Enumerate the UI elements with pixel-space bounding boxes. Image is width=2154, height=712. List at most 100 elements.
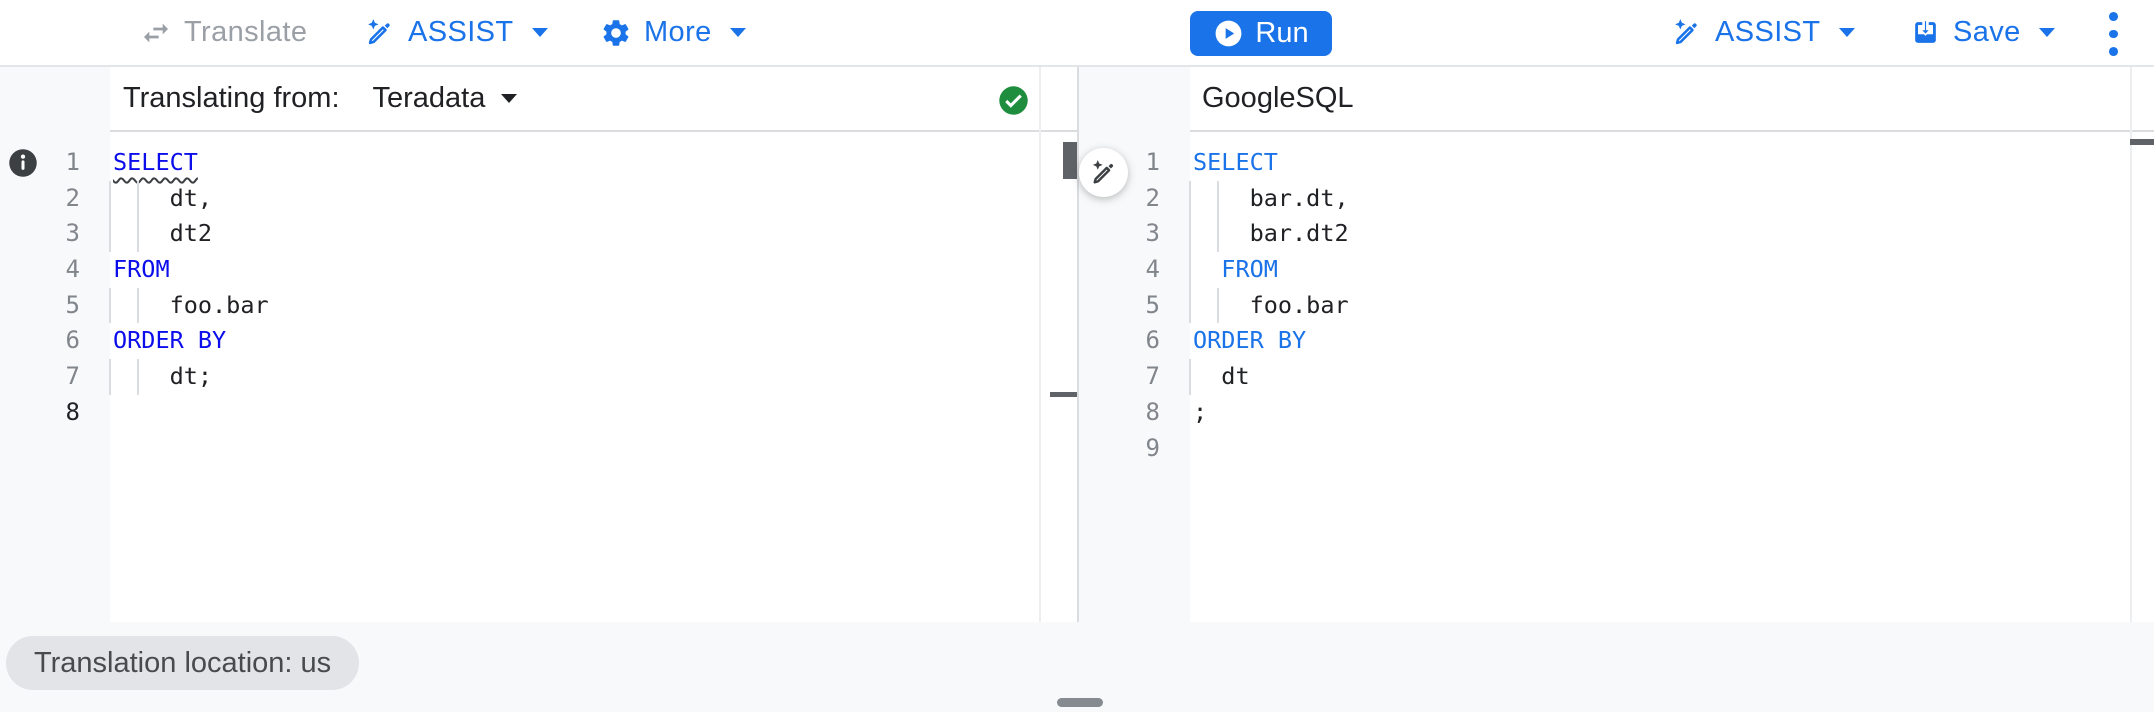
indent-guide xyxy=(1217,180,1219,217)
indent-guide xyxy=(109,287,111,324)
save-label: Save xyxy=(1953,16,2021,48)
code-line: FROM xyxy=(1189,252,2130,288)
chevron-down-icon xyxy=(1838,28,1855,37)
line-number: 5 xyxy=(65,290,80,319)
code-line: dt; xyxy=(109,359,1039,395)
line-number: 6 xyxy=(65,326,80,355)
line-number: 7 xyxy=(65,362,80,391)
translation-location-label: Translation location: us xyxy=(34,646,332,679)
indent-guide xyxy=(109,216,111,253)
line-number: 8 xyxy=(65,397,80,426)
code-line: SELECT xyxy=(1190,145,2130,181)
code-line: ORDER BY xyxy=(1190,323,2130,359)
line-number: 8 xyxy=(1145,397,1160,426)
three-dot-menu-icon[interactable] xyxy=(2104,12,2122,57)
toolbar: Translate ASSIST More Run xyxy=(0,0,2154,67)
indent-guide xyxy=(137,359,139,395)
source-header-border xyxy=(110,130,1077,132)
assist-menu-right[interactable]: ASSIST xyxy=(1671,0,1855,65)
line-number: 6 xyxy=(1145,326,1160,355)
sql-keyword: FROM xyxy=(113,255,170,284)
target-line-numbers: 1 2 3 4 5 6 7 8 9 xyxy=(1079,145,1160,466)
indent-guide xyxy=(1217,287,1219,324)
code-line: foo.bar xyxy=(109,287,1039,324)
resize-handle[interactable] xyxy=(1057,698,1103,707)
line-number: 5 xyxy=(1145,290,1160,319)
assist-label: ASSIST xyxy=(1715,16,1821,48)
line-number: 7 xyxy=(1145,362,1160,391)
sql-keyword: ORDER xyxy=(1193,326,1264,355)
assist-menu-left[interactable]: ASSIST xyxy=(364,0,548,65)
indent-guide xyxy=(109,180,111,217)
run-button[interactable]: Run xyxy=(1190,11,1332,56)
chevron-down-icon xyxy=(501,94,518,103)
code-line: dt2 xyxy=(109,216,1039,253)
save-menu[interactable]: Save xyxy=(1910,0,2055,65)
line-number: 9 xyxy=(1145,433,1160,462)
code-line: bar.dt, xyxy=(1189,180,2130,217)
play-circle-icon xyxy=(1213,18,1244,49)
indent-guide xyxy=(1189,180,1191,217)
green-check-icon xyxy=(998,85,1029,116)
gear-icon xyxy=(600,17,632,49)
sql-keyword: BY xyxy=(1277,326,1307,355)
line-number: 2 xyxy=(65,183,80,212)
more-menu[interactable]: More xyxy=(600,0,746,65)
sql-keyword: ORDER xyxy=(113,326,184,355)
more-label: More xyxy=(644,16,712,48)
source-dialect-value: Teradata xyxy=(372,82,486,114)
source-overview-cursor-mark xyxy=(1050,392,1077,397)
target-panel-header: GoogleSQL xyxy=(1202,67,1354,130)
target-scrollbar-track[interactable] xyxy=(2130,67,2132,622)
line-number: 2 xyxy=(1145,183,1160,212)
indent-guide xyxy=(137,216,139,253)
save-tray-icon xyxy=(1910,17,1941,48)
source-scrollbar-thumb[interactable] xyxy=(1063,142,1077,179)
sql-keyword: SELECT xyxy=(113,148,198,176)
inline-assist-button[interactable] xyxy=(1079,148,1128,197)
source-panel-header: Translating from: Teradata xyxy=(123,67,518,130)
indent-guide xyxy=(137,180,139,217)
line-number: 4 xyxy=(1145,255,1160,284)
line-number: 4 xyxy=(65,255,80,284)
code-line: SELECT xyxy=(110,145,1039,181)
translate-label: Translate xyxy=(184,16,308,48)
code-line: foo.bar xyxy=(1189,287,2130,324)
target-header-border xyxy=(1190,130,2154,132)
translating-from-label: Translating from: xyxy=(123,82,340,114)
code-line: ; xyxy=(1193,397,1208,426)
footer-bar: Translation location: us xyxy=(0,622,2154,712)
translate-button[interactable]: Translate xyxy=(140,0,307,65)
magic-pen-icon xyxy=(1089,158,1119,188)
code-line: bar.dt2 xyxy=(1189,216,2130,253)
info-circle-icon[interactable] xyxy=(8,148,38,178)
code-line: FROM xyxy=(110,252,1039,288)
code-line: dt xyxy=(1189,359,2130,395)
indent-guide xyxy=(1189,252,1191,288)
source-line-numbers: 1 2 3 4 5 6 7 8 xyxy=(0,145,80,431)
sql-keyword: FROM xyxy=(1221,255,1278,284)
line-number: 3 xyxy=(65,219,80,248)
chevron-down-icon xyxy=(531,28,548,37)
indent-guide xyxy=(1217,216,1219,253)
magic-pen-icon xyxy=(1671,17,1703,49)
assist-label: ASSIST xyxy=(408,16,514,48)
line-number: 1 xyxy=(1145,148,1160,176)
target-overview-cursor-mark xyxy=(2130,139,2154,145)
magic-pen-icon xyxy=(364,17,396,49)
line-number: 3 xyxy=(1145,219,1160,248)
source-scrollbar-track[interactable] xyxy=(1039,67,1041,622)
code-line: ORDER BY xyxy=(110,323,1039,359)
code-line xyxy=(110,395,1039,431)
run-label: Run xyxy=(1255,17,1309,49)
chevron-down-icon xyxy=(2038,28,2055,37)
chevron-down-icon xyxy=(729,28,746,37)
target-dialect-label: GoogleSQL xyxy=(1202,82,1354,114)
indent-guide xyxy=(109,359,111,395)
indent-guide xyxy=(1189,287,1191,324)
source-dialect-dropdown[interactable]: Teradata xyxy=(373,82,518,115)
panel-divider[interactable] xyxy=(1077,0,1079,622)
line-number: 1 xyxy=(65,148,80,176)
